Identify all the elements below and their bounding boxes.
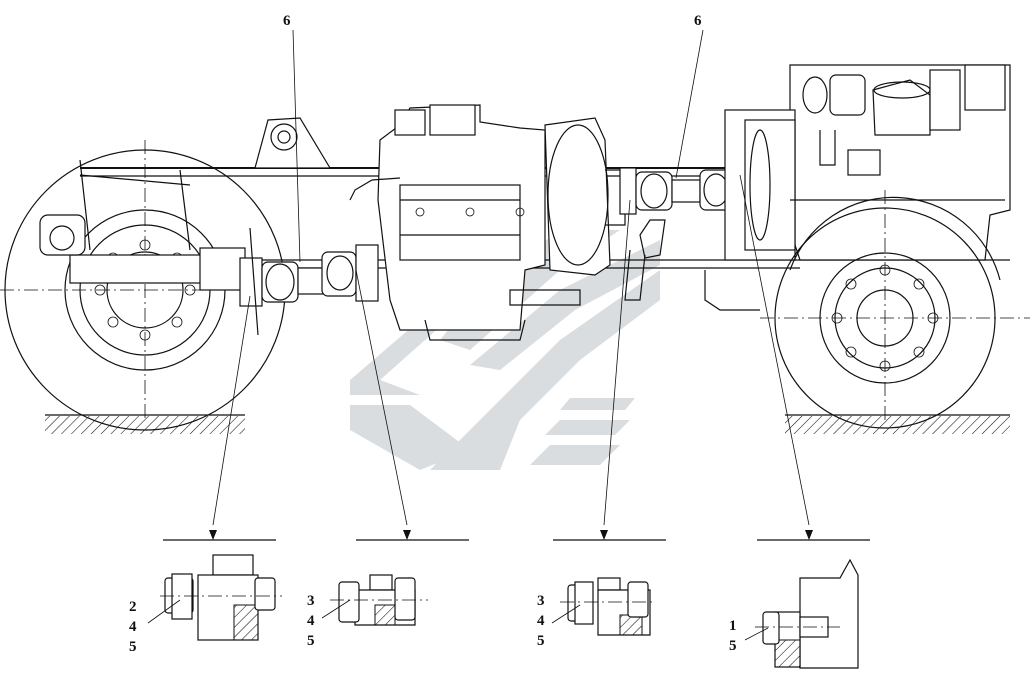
detail-label: 3 <box>537 593 545 609</box>
arrowhead-icon <box>600 530 608 540</box>
detail-label: 3 <box>307 593 315 609</box>
detail-label: 5 <box>129 639 137 655</box>
detail-view-2: 3 4 5 <box>307 539 469 649</box>
rear-cardan-joint <box>239 227 329 336</box>
detail-label: 1 <box>729 618 737 634</box>
callout-6-right: 6 <box>675 13 704 179</box>
detail-label: 5 <box>307 633 315 649</box>
detail-leaders <box>209 174 813 540</box>
gearbox <box>349 104 581 341</box>
detail-view-4: 1 5 <box>729 539 870 669</box>
detail-label: 4 <box>307 613 315 629</box>
detail-view-1: 2 4 5 <box>129 539 282 655</box>
callout-label: 6 <box>694 13 702 29</box>
detail-view-3: 3 4 5 <box>537 539 666 649</box>
detail-label: 5 <box>537 633 545 649</box>
callout-label: 6 <box>283 13 291 29</box>
clutch-housing <box>544 117 626 276</box>
detail-label: 2 <box>129 599 137 615</box>
arrowhead-icon <box>403 530 411 540</box>
arrowhead-icon <box>805 530 813 540</box>
detail-label: 4 <box>537 613 545 629</box>
ground-right <box>785 414 1010 434</box>
callout-6-left: 6 <box>283 13 301 263</box>
middle-cardan-joint <box>321 244 379 302</box>
front-wheel <box>760 190 1030 429</box>
detail-label: 5 <box>729 638 737 654</box>
engine <box>704 64 1011 311</box>
frame-mount-bracket <box>254 117 332 169</box>
detail-label: 4 <box>129 619 137 635</box>
arrowhead-icon <box>209 530 217 540</box>
